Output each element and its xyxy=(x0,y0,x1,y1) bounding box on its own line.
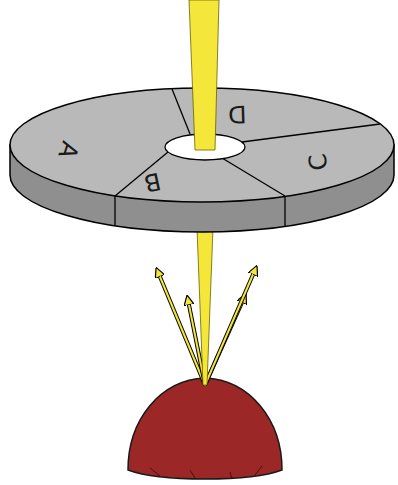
segment-dividers xyxy=(115,89,380,226)
segment-label: D xyxy=(227,102,246,127)
incident-beam-lower xyxy=(197,228,213,385)
segment-label: C xyxy=(305,152,331,172)
dome-folds xyxy=(150,466,262,479)
incident-beam-upper xyxy=(189,0,219,150)
sample-dome xyxy=(128,378,282,479)
